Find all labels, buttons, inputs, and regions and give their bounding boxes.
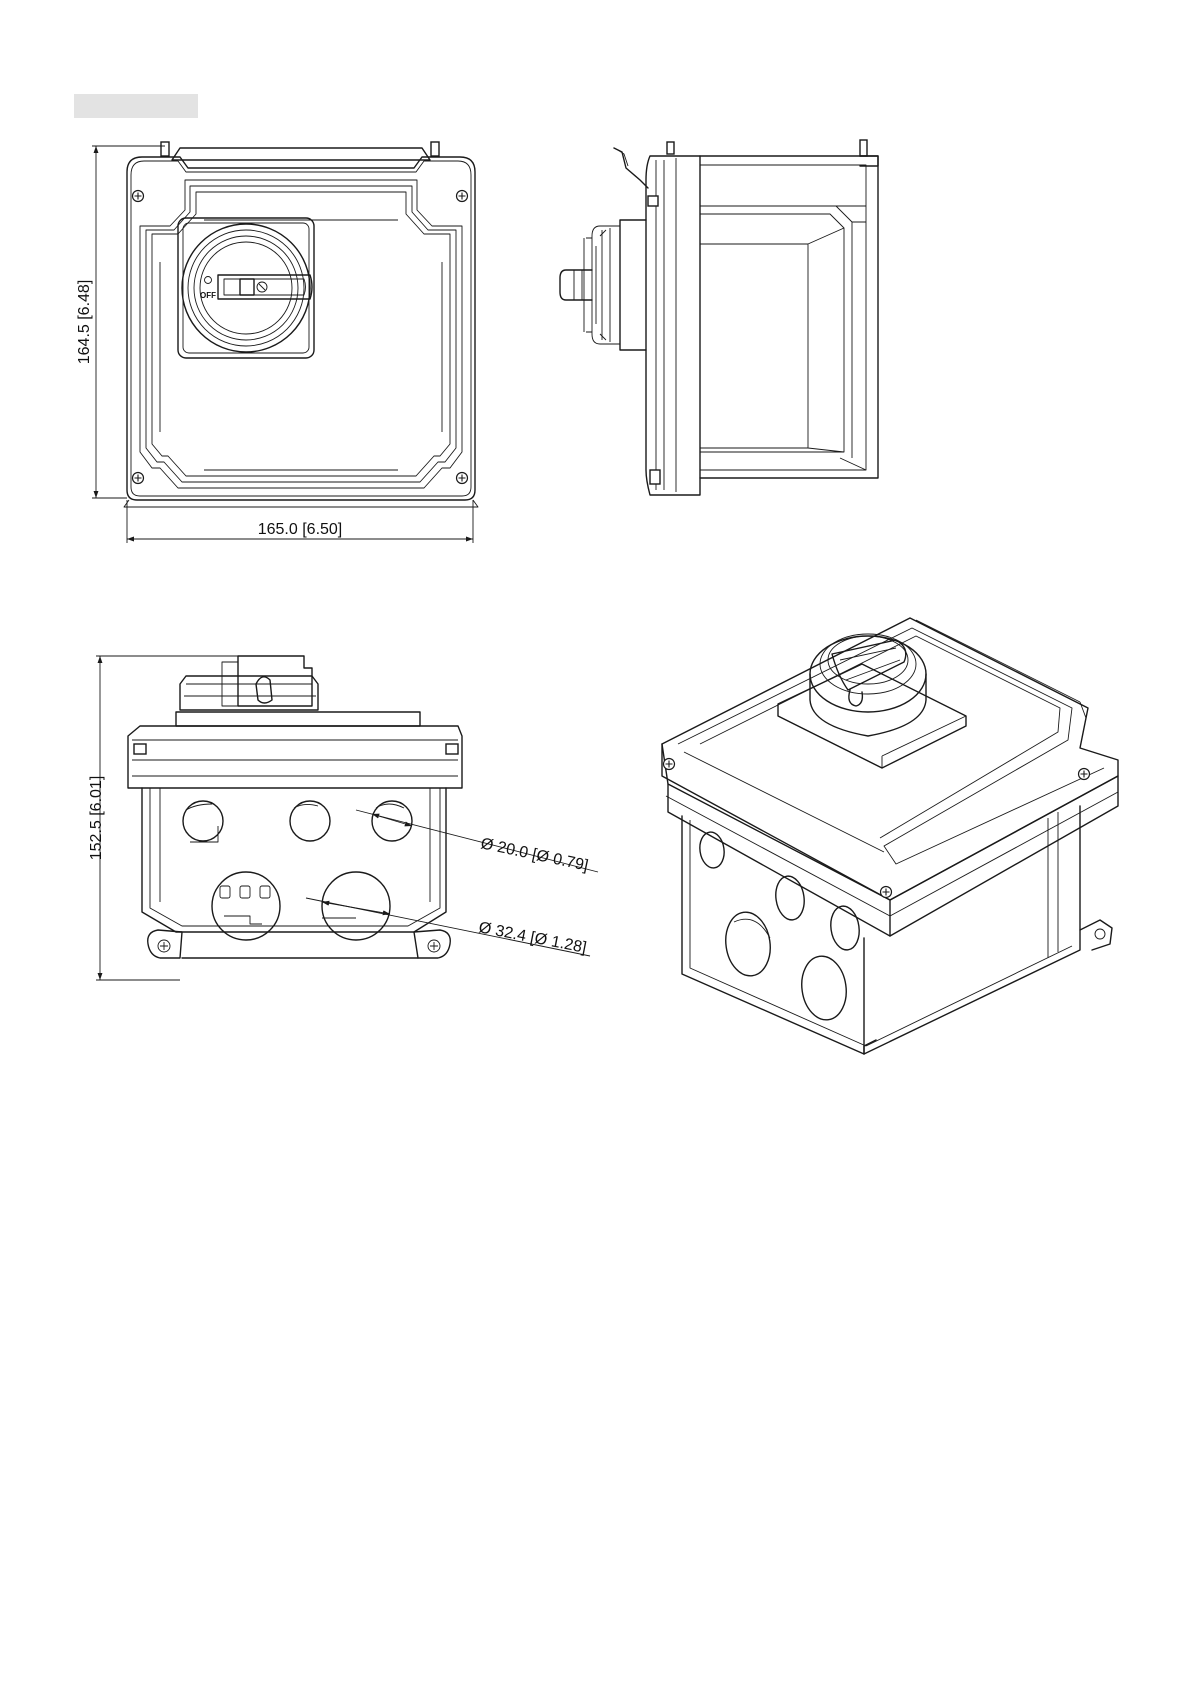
large-hole-label: Ø 32.4 [Ø 1.28] [477, 919, 588, 957]
small-hole-label: Ø 20.0 [Ø 0.79] [479, 835, 590, 874]
front-width-dimension: 165.0 [6.50] [127, 500, 473, 543]
title-placeholder-bar [74, 94, 198, 118]
large-hole-dimension: Ø 32.4 [Ø 1.28] [306, 898, 590, 957]
switch-off-label: OFF [200, 291, 216, 300]
bottom-height-label: 152.5 [6.01] [88, 776, 105, 861]
front-width-label: 165.0 [6.50] [258, 521, 343, 538]
bottom-view [128, 656, 462, 958]
front-height-label: 164.5 [6.48] [76, 280, 93, 365]
small-hole-dimension: Ø 20.0 [Ø 0.79] [356, 810, 598, 875]
front-view: OFF [124, 142, 478, 507]
isometric-view [662, 618, 1118, 1054]
side-view [560, 140, 878, 495]
